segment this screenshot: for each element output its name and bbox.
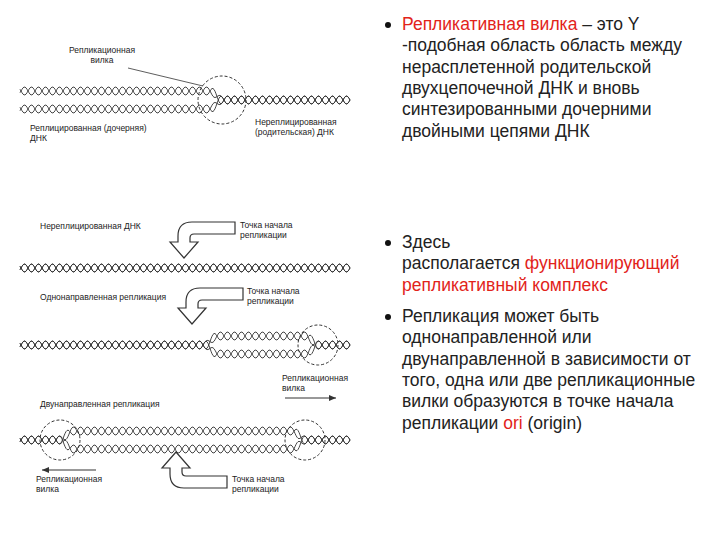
diagram-label: Нереплицированная ДНК — [40, 222, 170, 232]
diagram-label: Точка начала репликации — [232, 475, 312, 495]
bullet-dot — [385, 240, 391, 246]
dna-strand — [20, 436, 350, 453]
bullet-text: ori — [503, 413, 522, 433]
dna-strand — [20, 436, 350, 453]
dna-strand — [20, 264, 350, 272]
diagram-label: Репликационная вилка — [62, 46, 142, 66]
diagram-label: Однонаправленная репликация — [40, 293, 190, 303]
diagram-label: Репликационная вилка — [282, 374, 362, 394]
bullet-dot — [385, 314, 391, 320]
diagram-label: Нереплицированная (родительская) ДНК — [255, 118, 355, 138]
diagram-label: Реплицированная (дочерняя) ДНК — [30, 124, 155, 144]
direction-arrow — [285, 398, 336, 399]
dna-strand — [20, 264, 350, 272]
dna-strand — [20, 332, 350, 349]
bullet-item: Репликация может быть однонаправленной и… — [402, 306, 708, 434]
leader-line — [128, 68, 203, 86]
direction-arrow — [42, 470, 96, 471]
dna-strand — [20, 87, 350, 104]
diagram-label: Двунаправленная репликация — [40, 400, 190, 410]
dna-helices — [20, 87, 350, 453]
fork-circle — [198, 76, 246, 124]
bullet-dot — [385, 22, 391, 28]
fork-circle — [40, 420, 80, 460]
dna-strand — [20, 427, 350, 444]
dna-strand — [20, 427, 350, 444]
bullet-text: (origin) — [528, 413, 582, 433]
origin-arrow — [170, 222, 235, 258]
bullet-text: Здесь располагается — [402, 232, 520, 273]
diagram-label: Точка начала репликации — [247, 287, 327, 307]
dna-strand — [20, 332, 350, 349]
origin-arrow — [162, 452, 227, 488]
dna-strand — [20, 264, 350, 272]
diagram-label: Репликационная вилка — [36, 475, 106, 495]
fork-circle — [298, 325, 338, 365]
dna-strand — [20, 264, 350, 272]
bullet-text: Репликативная вилка — [402, 14, 577, 34]
origin-arrow — [178, 288, 243, 324]
bullet-item: Репликативная вилка– это Y -подобная обл… — [402, 14, 708, 142]
fork-circle — [285, 420, 325, 460]
dna-strand — [20, 87, 350, 104]
bullet-item: Здесь располагаетсяфункционирующий репли… — [402, 232, 708, 296]
diagram-label: Точка начала репликации — [240, 221, 320, 241]
